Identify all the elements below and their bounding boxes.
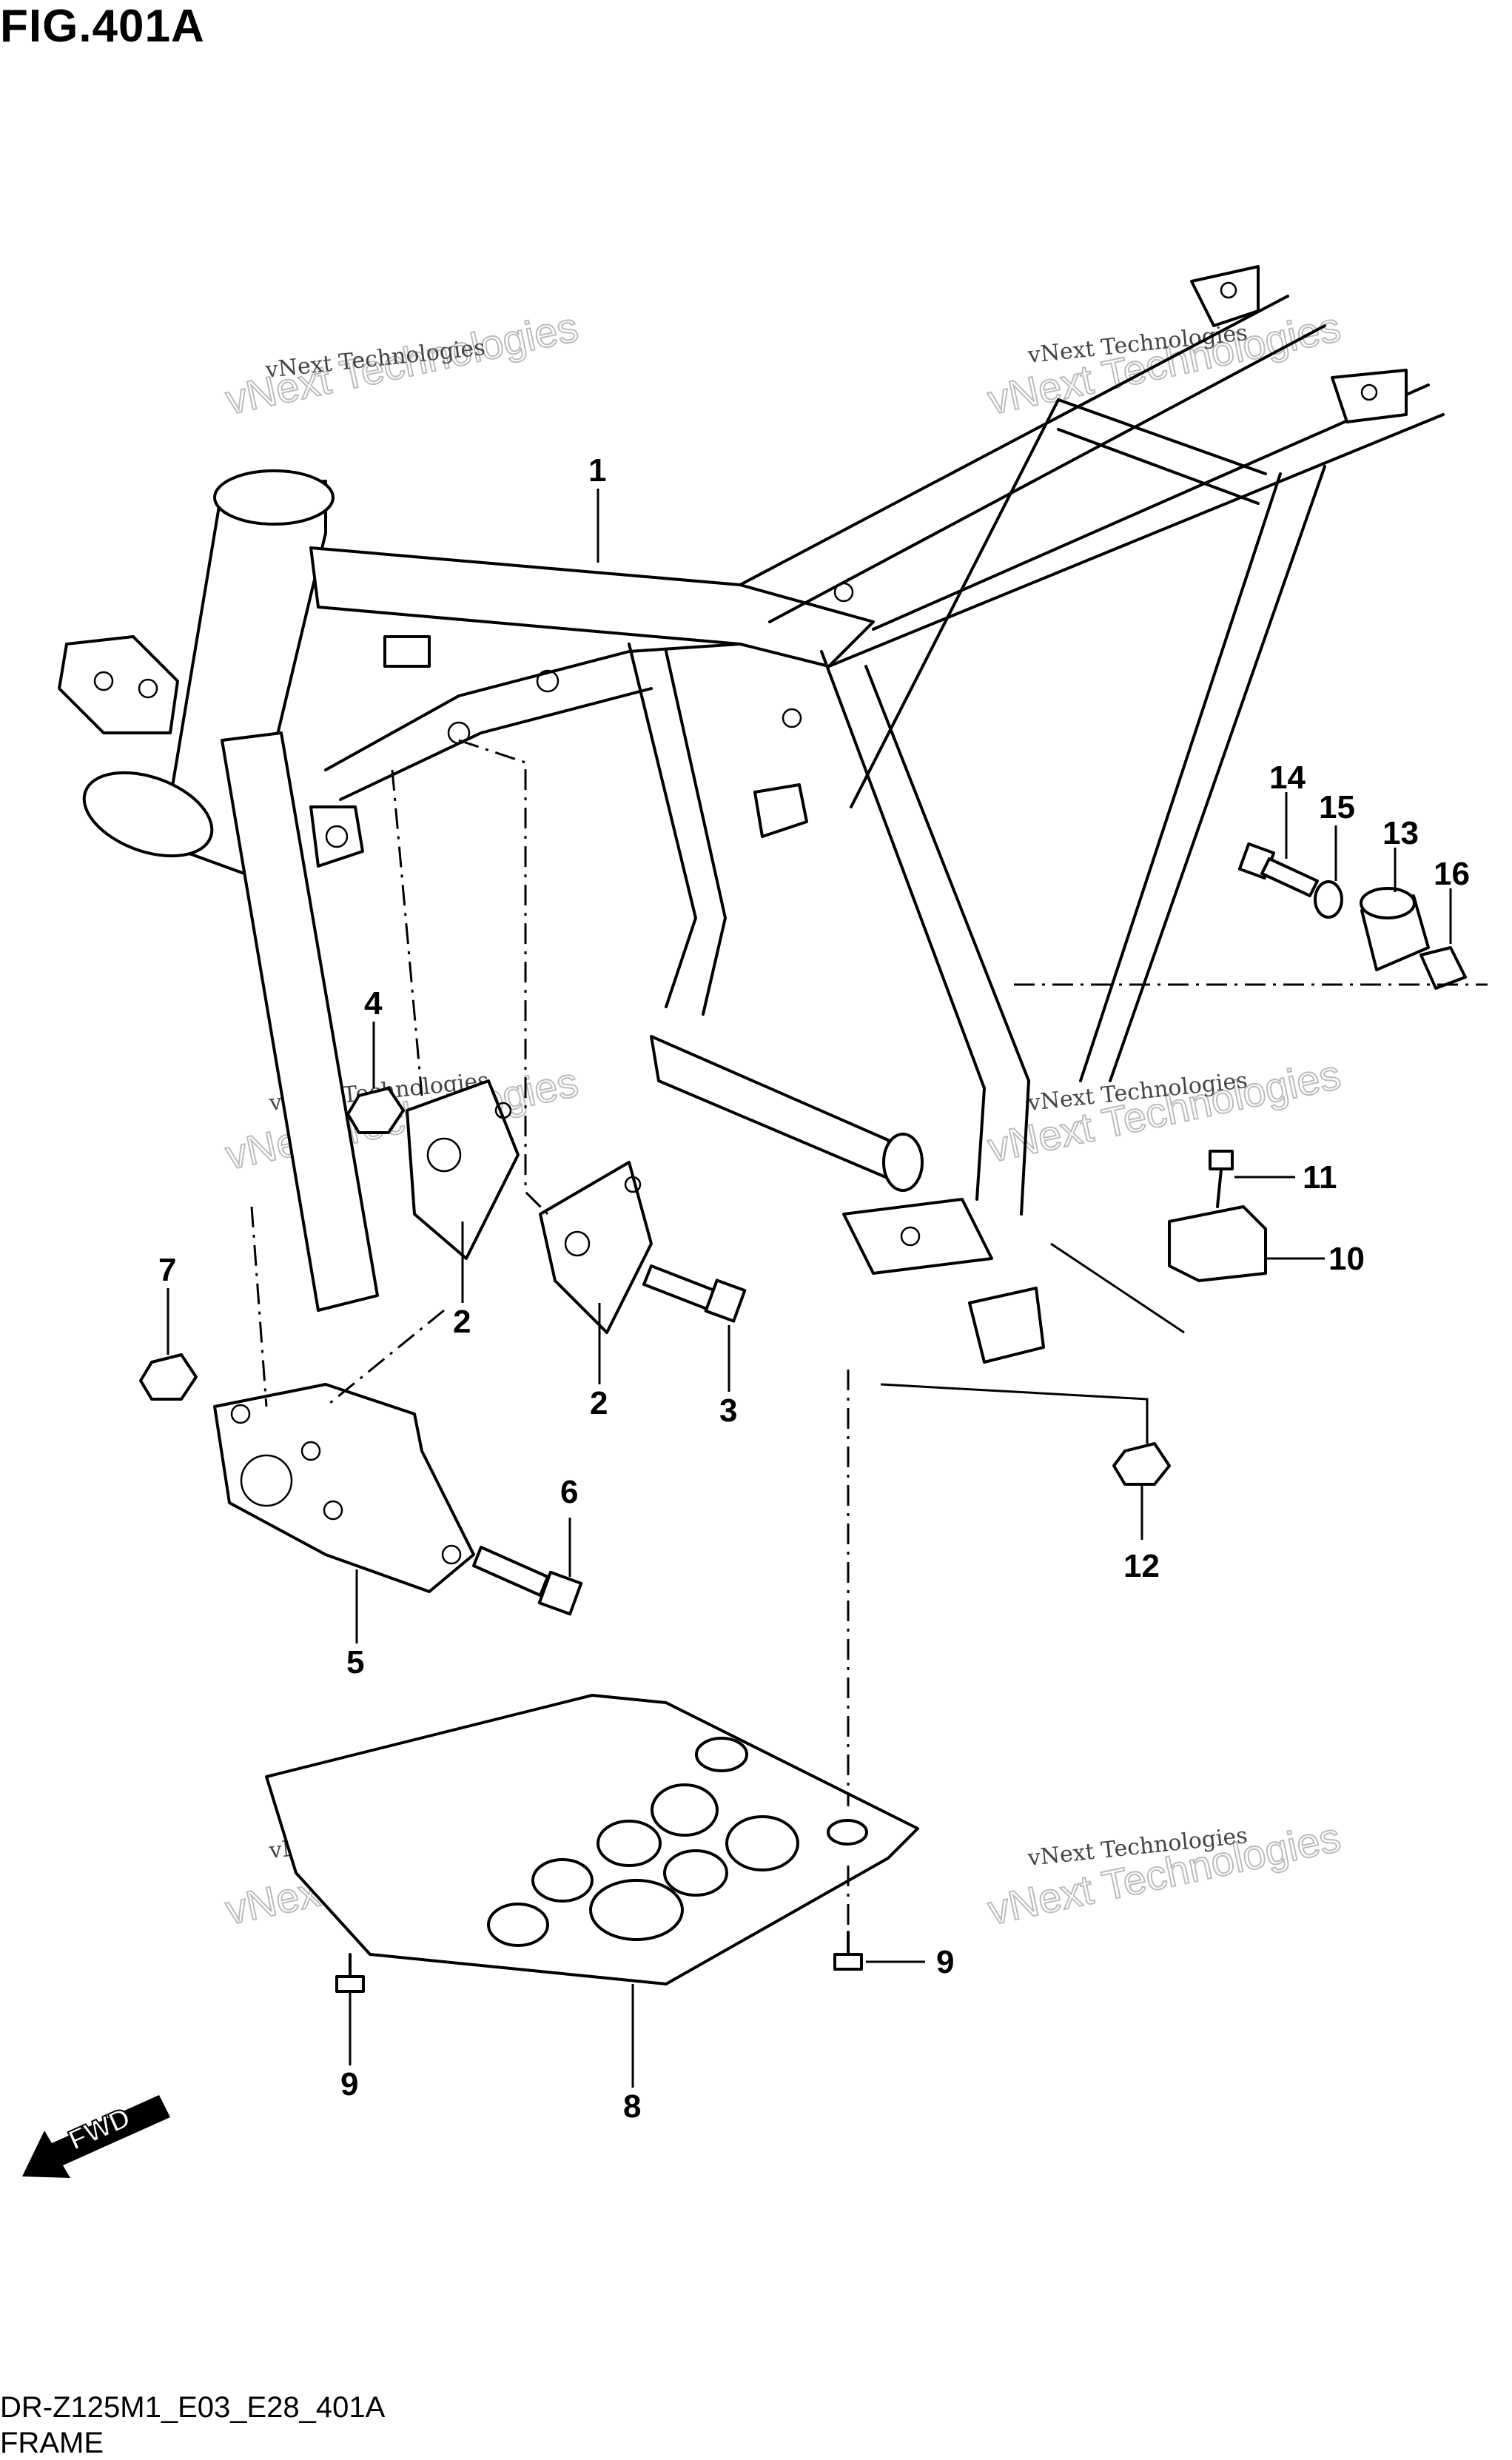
callout-3: 3 [719, 1392, 737, 1429]
dash-link-5b [325, 1309, 445, 1408]
diagram-name: FRAME [0, 2427, 104, 2459]
nut-part-7 [139, 1353, 198, 1401]
callout-5: 5 [346, 1644, 364, 1680]
dash-link-2 [458, 739, 549, 1216]
dash-link-5a [250, 1206, 268, 1407]
callout-2a: 2 [453, 1304, 471, 1340]
callout-1: 1 [588, 452, 606, 489]
forward-arrow-icon: FWD [22, 2095, 170, 2178]
callout-15: 15 [1319, 789, 1355, 825]
engine-mount-plate-right [539, 1161, 653, 1334]
dash-link-4 [391, 769, 423, 1096]
lower-bracket-part-5 [213, 1383, 475, 1593]
bolt-part-14 [1237, 842, 1319, 897]
callout-12: 12 [1123, 1548, 1160, 1584]
bolt-part-11 [1209, 1150, 1234, 1208]
watermark-bottom-right: vNext Technologies vNext Technologies [983, 1812, 1345, 1934]
callout-7: 7 [158, 1252, 176, 1288]
bolt-part-9-left [335, 1953, 365, 1993]
link-10-frame [1050, 1242, 1185, 1334]
spacer-part-13 [1360, 887, 1430, 971]
callout-16: 16 [1434, 856, 1470, 892]
callout-14: 14 [1269, 760, 1306, 796]
diagram-code: DR-Z125M1_E03_E28_401A [0, 2391, 386, 2424]
main-frame [58, 265, 1445, 1364]
callout-6: 6 [560, 1474, 578, 1510]
callout-10: 10 [1328, 1241, 1365, 1277]
callout-4: 4 [364, 985, 383, 1022]
callout-9b: 9 [936, 1944, 954, 1980]
callout-9a: 9 [340, 2066, 358, 2102]
callout-2b: 2 [590, 1385, 608, 1421]
watermark-mid-right: vNext Technologies vNext Technologies [983, 1050, 1345, 1171]
nut-part-12 [1112, 1442, 1171, 1486]
collar-part-16 [1419, 946, 1467, 990]
callout-8: 8 [623, 2088, 641, 2125]
nut-part-4 [346, 1087, 405, 1134]
bolt-part-9-right [833, 1931, 863, 1971]
washer-part-15 [1314, 880, 1343, 919]
watermark-mid-left: vNext Technologies vNext Technologies [221, 1057, 582, 1179]
cushion-part-10 [1168, 1205, 1267, 1282]
bolt-part-3 [642, 1264, 747, 1323]
link-12-frame [880, 1383, 1149, 1444]
callout-13: 13 [1382, 815, 1419, 851]
callout-11: 11 [1303, 1159, 1337, 1196]
bolt-part-6 [472, 1546, 583, 1616]
watermark-top-right: vNext Technologies vNext Technologies [983, 302, 1345, 423]
watermark-top-left: vNext Technologies vNext Technologies [221, 302, 582, 423]
skid-plate-part-8 [265, 1694, 919, 1985]
engine-mount-plate-left [406, 1079, 520, 1260]
figure-title: FIG.401A [0, 1, 205, 52]
